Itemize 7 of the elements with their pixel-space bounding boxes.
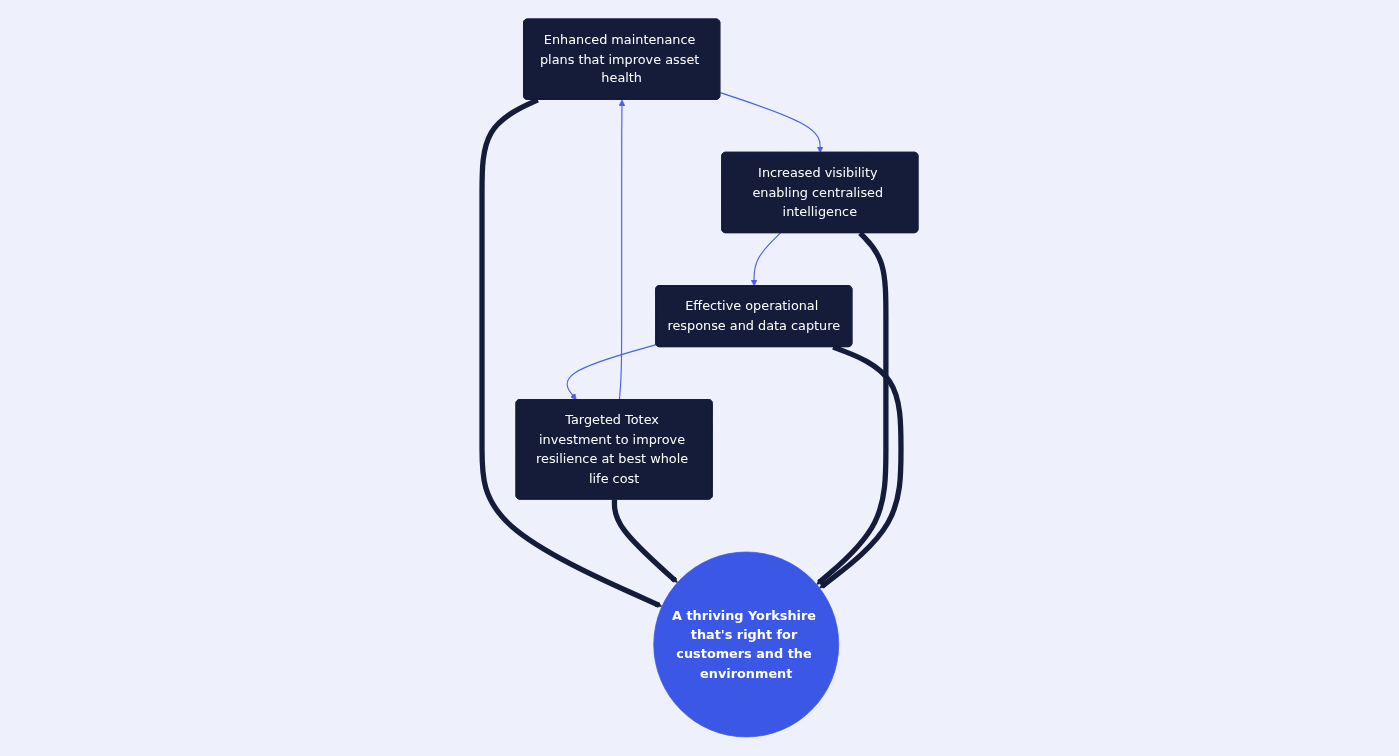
- arrow: [611, 499, 678, 583]
- arrow: [815, 231, 889, 585]
- arrow: [750, 232, 781, 287]
- arrow: [719, 92, 823, 153]
- arrow: [618, 99, 625, 401]
- arrow: [566, 344, 657, 401]
- node-circle: A thriving Yorkshire that's right for customers and the environment: [652, 551, 839, 738]
